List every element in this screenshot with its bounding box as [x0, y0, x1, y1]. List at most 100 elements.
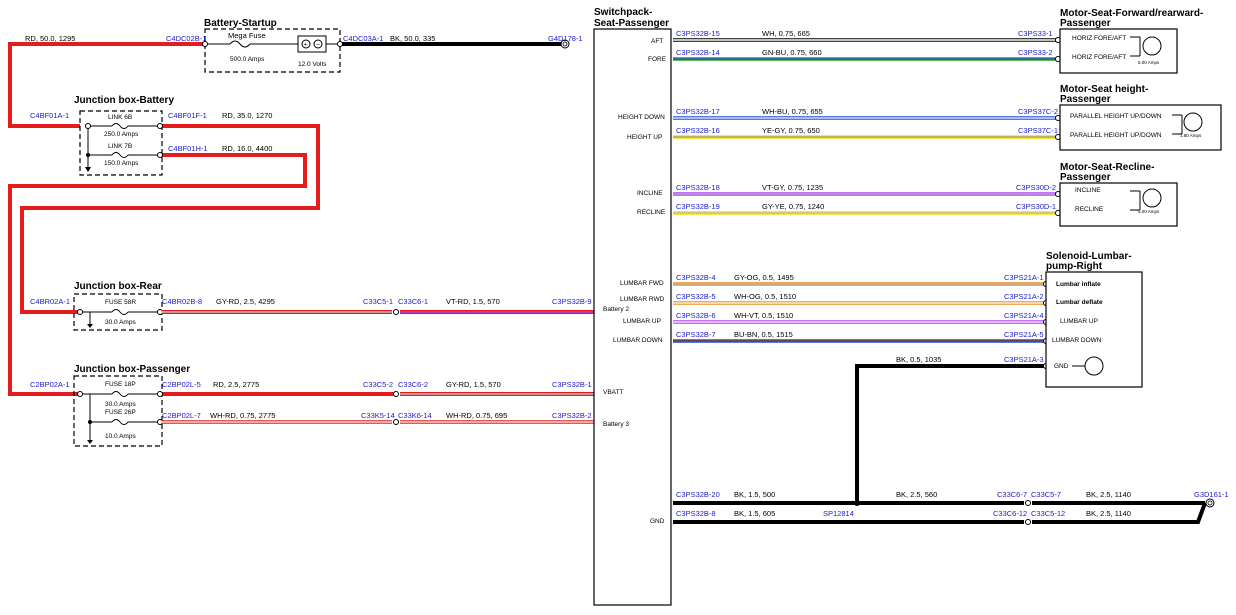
solenoid-lumbar-pump: Solenoid-Lumbar- pump-Right Lumbar infla…	[1045, 251, 1143, 388]
svg-text:SP12814: SP12814	[823, 509, 854, 518]
svg-text:Passenger: Passenger	[1060, 94, 1111, 105]
svg-text:150.0 Amps: 150.0 Amps	[104, 160, 139, 167]
svg-text:G3D161-1: G3D161-1	[1194, 490, 1229, 499]
svg-text:C4BF01H-1: C4BF01H-1	[168, 144, 208, 153]
svg-text:C3PS32B-17: C3PS32B-17	[676, 107, 720, 116]
svg-text:Junction box-Battery: Junction box-Battery	[74, 95, 174, 106]
svg-text:LUMBAR UP: LUMBAR UP	[1060, 318, 1098, 325]
svg-text:BK, 1.5, 605: BK, 1.5, 605	[734, 509, 775, 518]
svg-text:C33C5-7: C33C5-7	[1031, 490, 1061, 499]
svg-text:GY-OG, 0.5, 1495: GY-OG, 0.5, 1495	[734, 273, 794, 282]
svg-text:C3PS37C-1: C3PS37C-1	[1018, 126, 1058, 135]
svg-text:FORE: FORE	[648, 56, 667, 63]
svg-text:C3PS32B-7: C3PS32B-7	[676, 330, 716, 339]
svg-text:YE-GY, 0.75, 650: YE-GY, 0.75, 650	[762, 126, 820, 135]
svg-text:C3PS21A-5: C3PS21A-5	[1004, 330, 1044, 339]
svg-text:BU-BN, 0.5, 1515: BU-BN, 0.5, 1515	[734, 330, 793, 339]
svg-text:LUMBAR RWD: LUMBAR RWD	[620, 296, 665, 303]
svg-text:RD, 50.0, 1295: RD, 50.0, 1295	[25, 34, 75, 43]
svg-text:GN-BU, 0.75, 660: GN-BU, 0.75, 660	[762, 48, 822, 57]
svg-text:RD, 2.5, 2775: RD, 2.5, 2775	[213, 380, 259, 389]
svg-text:C2BP02A-1: C2BP02A-1	[30, 380, 70, 389]
svg-text:HORIZ FORE/AFT: HORIZ FORE/AFT	[1072, 54, 1126, 61]
svg-text:FUSE 26P: FUSE 26P	[105, 409, 136, 416]
svg-text:BK, 2.5, 1140: BK, 2.5, 1140	[1086, 490, 1131, 499]
svg-text:Lumbar inflate: Lumbar inflate	[1056, 281, 1101, 288]
svg-text:BK, 2.5, 560: BK, 2.5, 560	[896, 490, 937, 499]
svg-text:C4BF01F-1: C4BF01F-1	[168, 111, 207, 120]
svg-text:VT-RD, 1.5, 570: VT-RD, 1.5, 570	[446, 297, 500, 306]
battery-startup: Battery-Startup Mega Fuse 500.0 Amps + −…	[202, 18, 343, 73]
svg-text:WH-BU, 0.75, 655: WH-BU, 0.75, 655	[762, 107, 823, 116]
svg-text:C33K6-14: C33K6-14	[398, 411, 432, 420]
svg-text:WH-OG, 0.5, 1510: WH-OG, 0.5, 1510	[734, 292, 796, 301]
svg-text:GY-YE, 0.75, 1240: GY-YE, 0.75, 1240	[762, 202, 824, 211]
svg-text:BK, 50.0, 335: BK, 50.0, 335	[390, 34, 435, 43]
svg-text:5.00 Amps: 5.00 Amps	[1138, 60, 1160, 65]
branch-wires	[162, 309, 594, 425]
svg-text:WH-RD, 0.75, 695: WH-RD, 0.75, 695	[446, 411, 507, 420]
svg-text:BK, 0.5, 1035: BK, 0.5, 1035	[896, 355, 941, 364]
svg-text:C3PS33-1: C3PS33-1	[1018, 29, 1053, 38]
svg-text:HEIGHT DOWN: HEIGHT DOWN	[618, 114, 665, 121]
svg-text:Lumbar deflate: Lumbar deflate	[1056, 299, 1103, 306]
svg-text:G4D178-1: G4D178-1	[548, 34, 583, 43]
svg-text:C3PS21A-1: C3PS21A-1	[1004, 273, 1044, 282]
svg-text:HORIZ FORE/AFT: HORIZ FORE/AFT	[1072, 35, 1126, 42]
wire-labels: RD, 50.0, 1295 C4DC02B-1 C4DC03A-1 BK, 5…	[25, 29, 1229, 518]
svg-text:RECLINE: RECLINE	[1075, 206, 1104, 213]
svg-text:VBATT: VBATT	[603, 389, 623, 396]
svg-text:C4DC02B-1: C4DC02B-1	[166, 34, 206, 43]
svg-text:C3PS32B-4: C3PS32B-4	[676, 273, 716, 282]
svg-text:Mega Fuse: Mega Fuse	[228, 31, 266, 40]
svg-text:Passenger: Passenger	[1060, 172, 1111, 183]
svg-text:C33C5-2: C33C5-2	[363, 380, 393, 389]
svg-text:C33C5-12: C33C5-12	[1031, 509, 1065, 518]
svg-text:Junction box-Passenger: Junction box-Passenger	[74, 364, 190, 375]
svg-text:C3PS21A-2: C3PS21A-2	[1004, 292, 1044, 301]
svg-text:5.00 Amps: 5.00 Amps	[1138, 209, 1160, 214]
svg-text:WH-VT, 0.5, 1510: WH-VT, 0.5, 1510	[734, 311, 793, 320]
svg-text:10.0 Amps: 10.0 Amps	[105, 433, 136, 440]
svg-text:C33C6-12: C33C6-12	[993, 509, 1027, 518]
svg-text:12.0 Volts: 12.0 Volts	[298, 61, 327, 68]
svg-text:GY-RD, 2.5, 4295: GY-RD, 2.5, 4295	[216, 297, 275, 306]
svg-text:pump-Right: pump-Right	[1046, 261, 1103, 272]
svg-text:INCLINE: INCLINE	[637, 190, 663, 197]
svg-text:+: +	[304, 42, 308, 49]
svg-text:C33C6-7: C33C6-7	[997, 490, 1027, 499]
power-wires	[8, 42, 396, 396]
svg-text:HEIGHT UP: HEIGHT UP	[627, 134, 662, 141]
svg-text:GND: GND	[650, 518, 665, 525]
svg-text:C4DC03A-1: C4DC03A-1	[343, 34, 383, 43]
svg-text:C33C5-1: C33C5-1	[363, 297, 393, 306]
motor-seat-recline: Motor-Seat-Recline- Passenger INCLINE RE…	[1059, 162, 1178, 227]
svg-text:WH-RD, 0.75, 2775: WH-RD, 0.75, 2775	[210, 411, 275, 420]
svg-text:C3PS32B-1: C3PS32B-1	[552, 380, 592, 389]
svg-text:PARALLEL HEIGHT UP/DOWN: PARALLEL HEIGHT UP/DOWN	[1070, 132, 1162, 139]
svg-text:Seat-Passenger: Seat-Passenger	[594, 18, 669, 29]
svg-text:WH, 0.75, 665: WH, 0.75, 665	[762, 29, 810, 38]
svg-text:AFT: AFT	[651, 38, 663, 45]
svg-text:Switchpack-: Switchpack-	[594, 7, 652, 18]
svg-text:C3PS30D-1: C3PS30D-1	[1016, 202, 1056, 211]
signal-wires	[673, 37, 1215, 525]
svg-text:GND: GND	[1054, 363, 1069, 370]
svg-text:C3PS33-2: C3PS33-2	[1018, 48, 1053, 57]
svg-text:C3PS32B-19: C3PS32B-19	[676, 202, 720, 211]
svg-text:C3PS32B-18: C3PS32B-18	[676, 183, 720, 192]
svg-text:LUMBAR DOWN: LUMBAR DOWN	[1052, 337, 1102, 344]
svg-text:RD, 16.0, 4400: RD, 16.0, 4400	[222, 144, 272, 153]
svg-text:C4BF01A-1: C4BF01A-1	[30, 111, 69, 120]
motor-fore-aft: Motor-Seat-Forward/rearward- Passenger H…	[1059, 8, 1203, 74]
svg-text:Battery 2: Battery 2	[603, 306, 629, 313]
svg-text:Motor-Seat-Recline-: Motor-Seat-Recline-	[1060, 162, 1154, 173]
svg-text:Solenoid-Lumbar-: Solenoid-Lumbar-	[1046, 251, 1132, 262]
svg-text:C3PS21A-4: C3PS21A-4	[1004, 311, 1044, 320]
svg-text:Motor-Seat-Forward/rearward-: Motor-Seat-Forward/rearward-	[1060, 8, 1203, 19]
svg-text:VT-GY, 0.75, 1235: VT-GY, 0.75, 1235	[762, 183, 823, 192]
svg-text:GY-RD, 1.5, 570: GY-RD, 1.5, 570	[446, 380, 501, 389]
svg-text:C3PS37C-2: C3PS37C-2	[1018, 107, 1058, 116]
svg-text:C3PS32B-14: C3PS32B-14	[676, 48, 720, 57]
